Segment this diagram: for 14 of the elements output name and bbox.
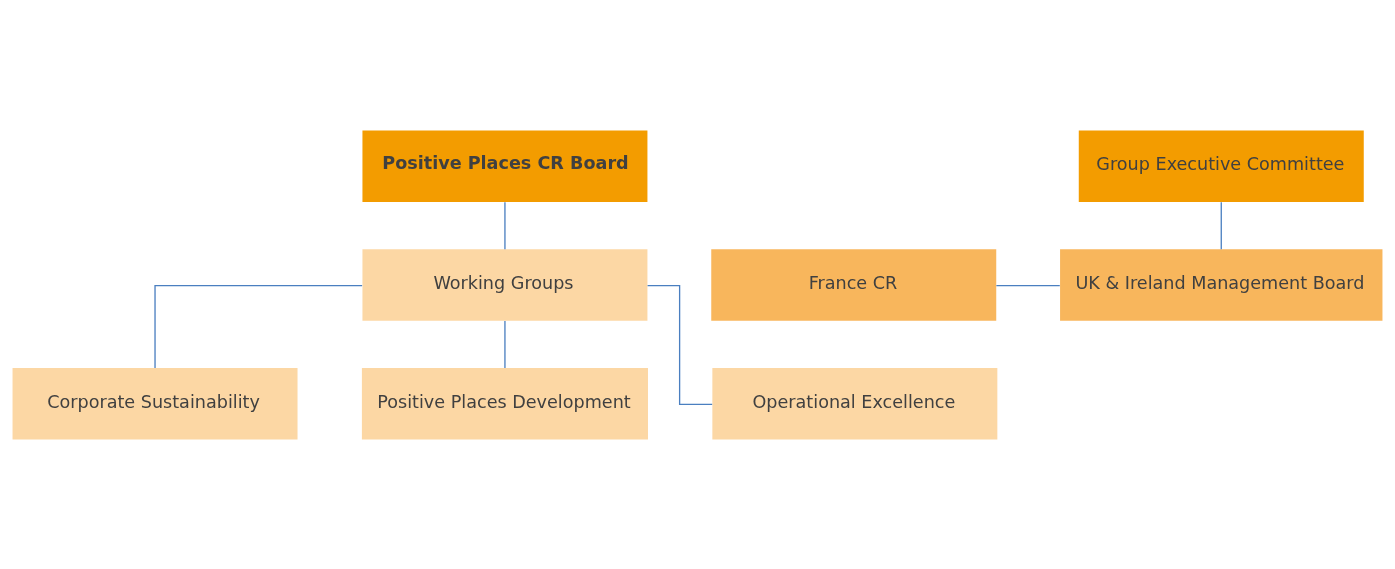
- node-box: Positive Places CR Board: [362, 129, 648, 202]
- node-box: France CR: [711, 248, 997, 321]
- node-box: Group Executive Committee: [1078, 129, 1364, 202]
- connector: [1220, 201, 1222, 250]
- connector: [504, 201, 506, 250]
- node-box: UK & Ireland Management Board: [1060, 248, 1383, 321]
- connector: [995, 284, 1061, 286]
- connector: [646, 284, 713, 405]
- node-box: Positive Places Development: [361, 367, 648, 440]
- connector: [154, 284, 363, 369]
- connector: [504, 319, 506, 369]
- node-box: Operational Excellence: [712, 367, 998, 440]
- node-box: Working Groups: [362, 248, 648, 321]
- node-box: Corporate Sustainability: [12, 367, 298, 440]
